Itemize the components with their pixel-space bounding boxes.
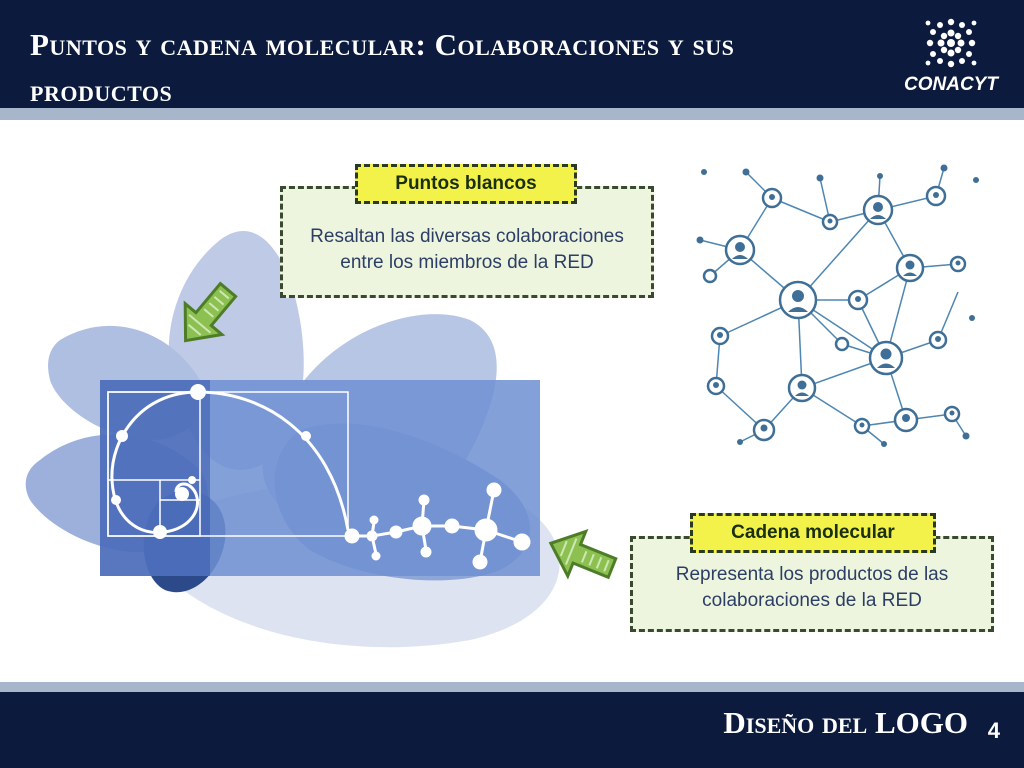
network-diagram-icon bbox=[696, 164, 979, 447]
header-bar bbox=[0, 0, 1024, 108]
green-arrow-icon bbox=[183, 281, 238, 343]
white-dots bbox=[111, 384, 311, 539]
footer-strip bbox=[0, 682, 1024, 692]
tag-puntos-blancos: Puntos blancos bbox=[355, 164, 577, 204]
footer-bar bbox=[0, 692, 1024, 768]
tag-cadena-molecular: Cadena molecular bbox=[690, 513, 936, 553]
green-arrow-icon bbox=[548, 529, 618, 580]
conacyt-logo-icon bbox=[925, 18, 977, 68]
page-number: 4 bbox=[987, 718, 1000, 743]
conacyt-logo: CONACYT bbox=[896, 14, 1006, 98]
callout-puntos-text: Resaltan las diversas colaboraciones ent… bbox=[310, 226, 624, 273]
header-strip bbox=[0, 108, 1024, 120]
logo-text: CONACYT bbox=[904, 74, 998, 95]
callout-cadena-text: Representa los productos de las colabora… bbox=[675, 564, 949, 611]
slide-title: Puntos y cadena molecular: Colaboracione… bbox=[30, 27, 735, 108]
callout-puntos-blancos: Resaltan las diversas colaboraciones ent… bbox=[280, 186, 654, 298]
footer-title: Diseño del LOGO bbox=[723, 705, 968, 740]
molecular-chain bbox=[344, 482, 531, 570]
